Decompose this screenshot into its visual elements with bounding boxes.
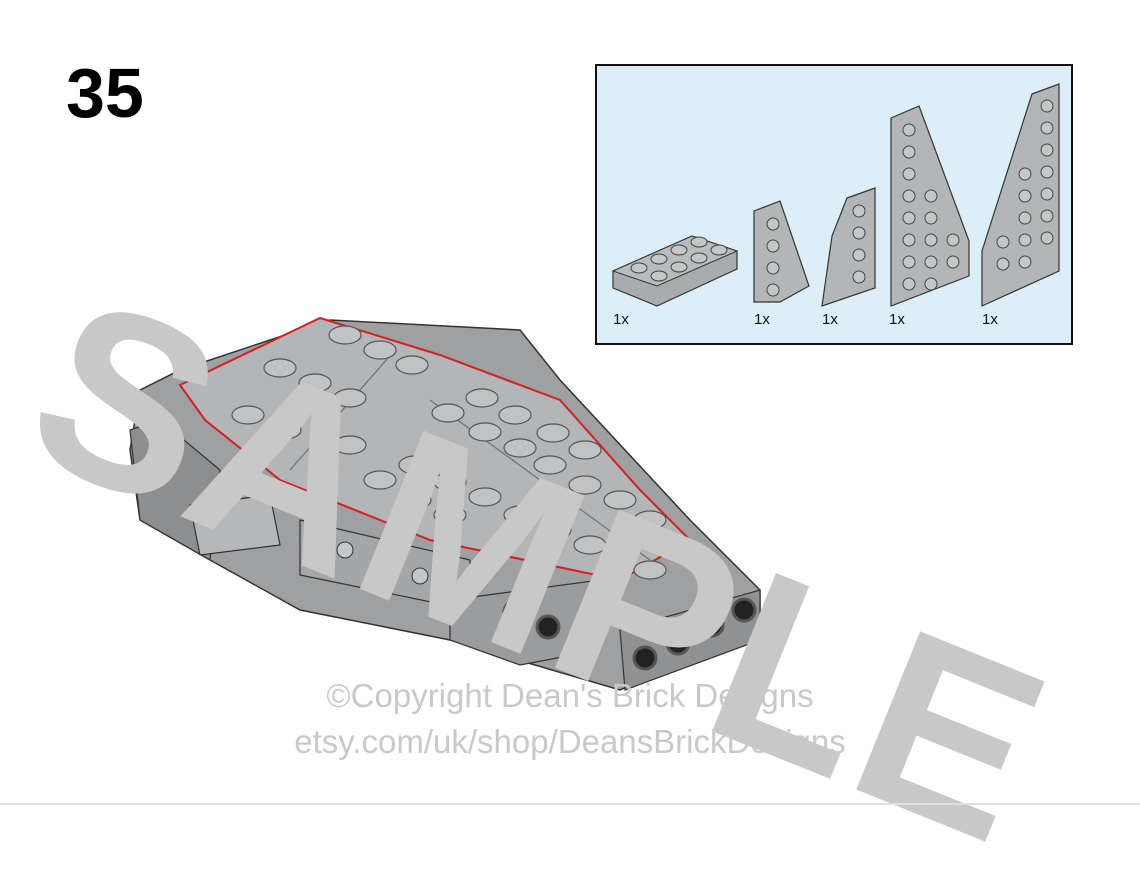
quantity-label: 1x (822, 311, 838, 328)
quantity-label: 1x (982, 311, 998, 328)
step-number: 35 (66, 54, 144, 132)
page-bottom-border (0, 803, 1140, 805)
wedge-2x4-drawing (821, 187, 876, 307)
model-illustration (129, 316, 761, 691)
plate-2x4-drawing (611, 235, 739, 307)
parts-drawings (611, 83, 1060, 307)
parts-callout: 1x 1x 1x 1x 1x (595, 64, 1073, 345)
wedge-4x8-drawing (981, 83, 1060, 307)
wedge-2x3-drawing (753, 200, 810, 303)
quantity-label: 1x (754, 311, 770, 328)
instruction-page: 35 (0, 54, 1140, 896)
wedge-3x6-drawing (890, 105, 970, 307)
quantity-label: 1x (889, 311, 905, 328)
shop-url-text: etsy.com/uk/shop/DeansBrickDesigns (294, 723, 846, 760)
quantity-label: 1x (613, 311, 629, 328)
copyright-text: ©Copyright Dean's Brick Designs (326, 677, 814, 714)
